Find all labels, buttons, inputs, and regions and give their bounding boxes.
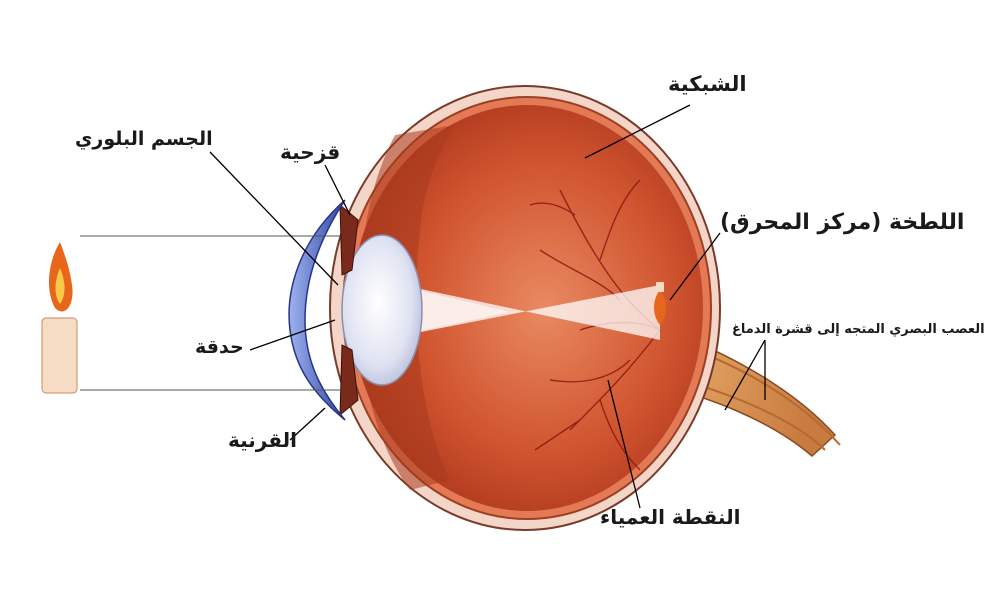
candle [42, 318, 77, 393]
label-cornea: القرنية [228, 428, 297, 452]
label-lens: الجسم البلوري [75, 128, 213, 150]
label-fovea: اللطخة (مركز المحرق) [720, 210, 964, 235]
label-pupil: حدقة [195, 336, 244, 358]
label-iris: قزحية [280, 140, 340, 164]
fovea-candle [656, 282, 664, 292]
label-blind-spot: النقطة العمياء [600, 505, 740, 529]
label-optic-nerve: العصب البصري المتجه إلى قشرة الدماغ [732, 322, 985, 337]
label-retina: الشبكية [668, 72, 747, 96]
